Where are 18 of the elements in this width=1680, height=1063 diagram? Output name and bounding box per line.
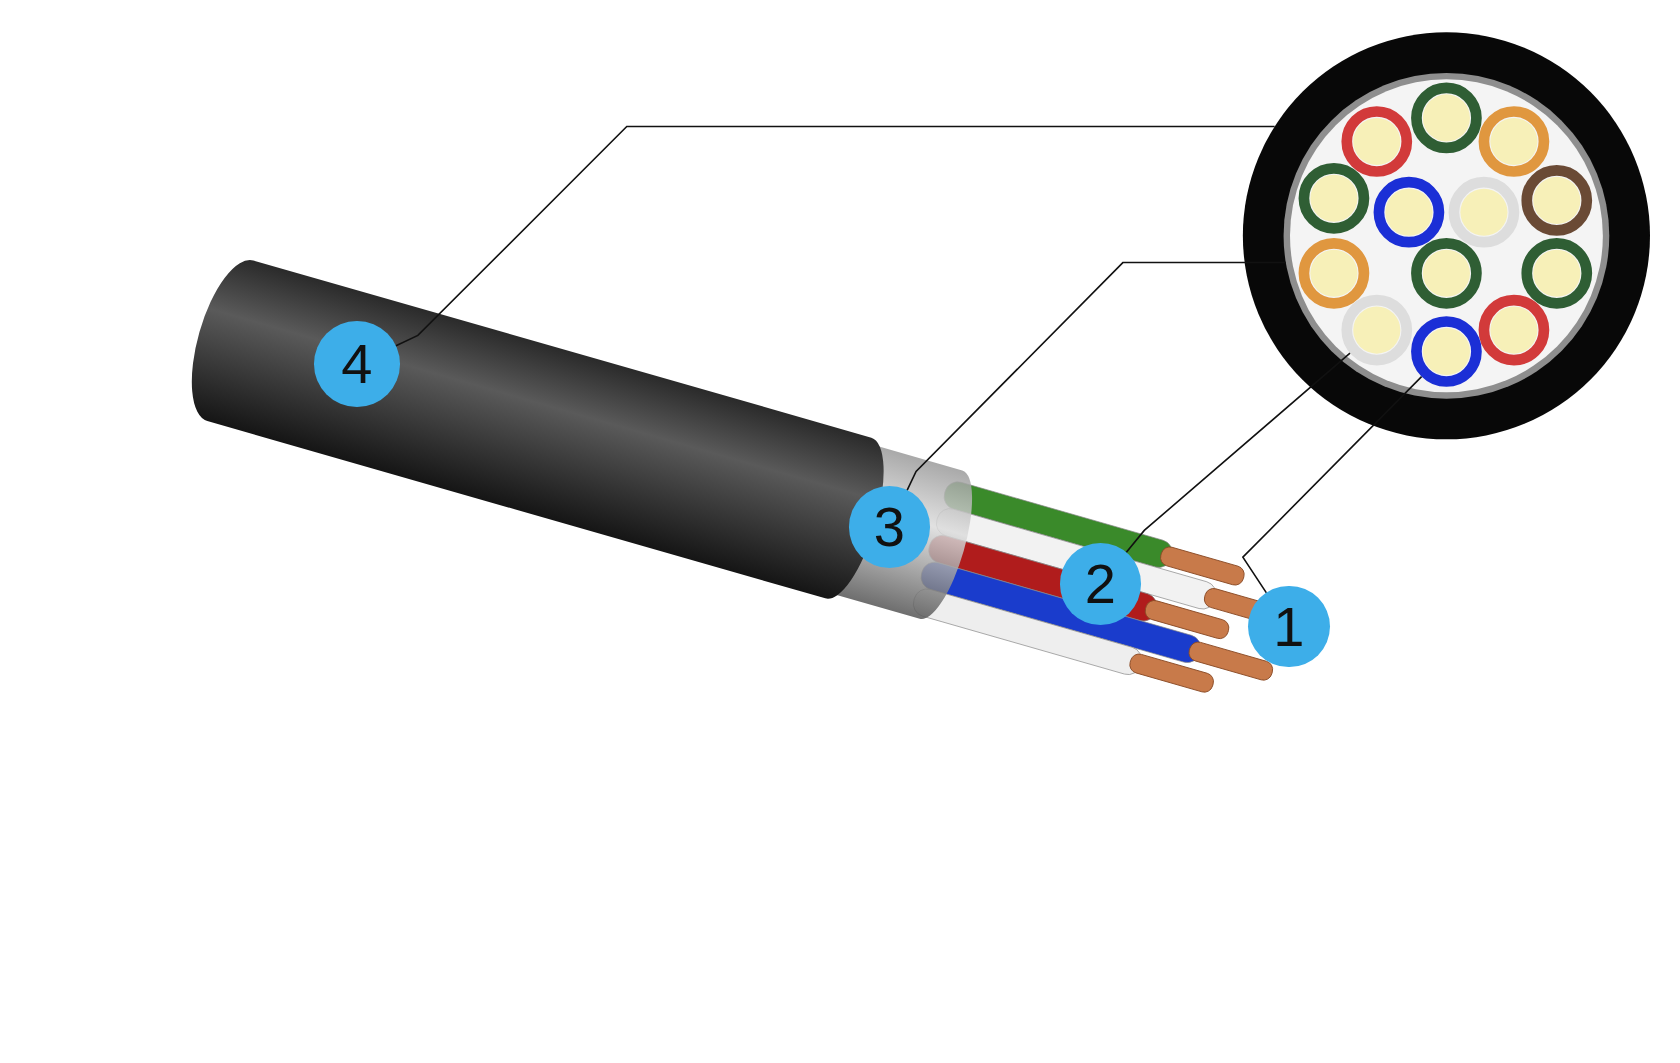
insulated-conductor [1478,294,1550,366]
leader-line [1125,352,1351,554]
leader-line [906,261,1287,492]
insulated-conductor [1521,165,1593,236]
insulated-conductor [1341,106,1413,177]
leader-line [1241,375,1423,594]
callout-number: 1 [1248,586,1330,668]
insulated-conductor [1411,82,1482,154]
insulated-conductor [1341,294,1413,366]
insulated-conductor [1298,237,1370,309]
insulated-conductor [1298,162,1370,234]
insulated-conductor [1411,237,1482,309]
leader-line [394,125,1276,347]
insulated-conductor [1411,316,1482,387]
insulated-conductor [1373,176,1445,248]
insulated-conductor [1521,237,1593,309]
insulated-conductor [1478,106,1550,177]
insulated-conductor [1448,176,1520,248]
